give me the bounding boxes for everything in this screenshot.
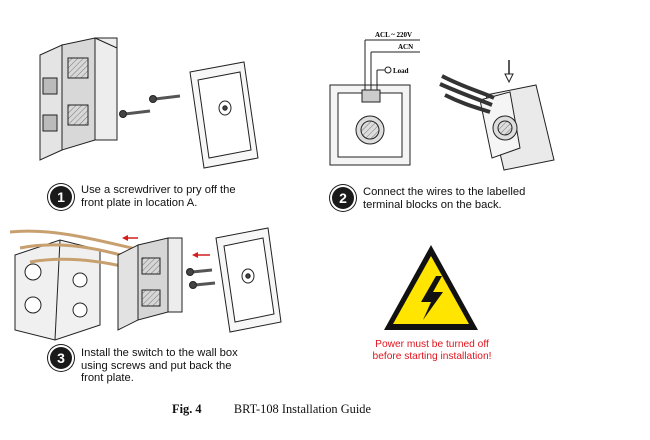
step1-switch-body (39, 37, 118, 161)
step3-wall-box (14, 239, 101, 341)
step2-switch-back-view (439, 60, 555, 171)
step-3-text: Install the switch to the wall box using… (81, 347, 238, 385)
step-3-line-1: Install the switch to the wall box (81, 347, 238, 359)
step-2-badge: 2 (332, 187, 354, 209)
step-1-text: Use a screwdriver to pry off the front p… (81, 184, 236, 209)
high-voltage-warning-icon (384, 245, 478, 330)
figure-caption: Fig. 4 BRT-108 Installation Guide (172, 402, 371, 417)
figure-number: Fig. 4 (172, 402, 202, 416)
step3-arrows (122, 235, 210, 258)
warning-line-1: Power must be turned off (375, 339, 489, 350)
step2-wiring-diagram (329, 39, 420, 166)
warning-line-2: before starting installation! (372, 351, 492, 362)
figure-title: BRT-108 Installation Guide (233, 402, 371, 416)
step3-screws (186, 268, 216, 289)
step3-switch-body (117, 237, 183, 331)
step-3-badge: 3 (50, 347, 72, 369)
step-1-badge: 1 (50, 186, 72, 208)
warning-text: Power must be turned off before starting… (352, 339, 512, 363)
step-3-line-2: using screws and put back the (81, 359, 232, 372)
step-2-line-1: Connect the wires to the labelled (363, 186, 526, 198)
label-acl: ACL ~ 220V (375, 31, 412, 39)
step1-screws (119, 94, 181, 118)
step-2-text: Connect the wires to the labelled termin… (363, 186, 525, 211)
step3-front-plate (215, 227, 282, 333)
label-acn: ACN (398, 43, 413, 51)
step-2-line-2: terminal blocks on the back. (363, 198, 502, 211)
step-3-line-3: front plate. (81, 372, 134, 384)
step-1-line-1: Use a screwdriver to pry off the (81, 184, 236, 196)
step1-front-plate (189, 61, 259, 169)
step-1-line-2: front plate in location A. (81, 196, 198, 209)
label-load: Load (393, 67, 409, 75)
